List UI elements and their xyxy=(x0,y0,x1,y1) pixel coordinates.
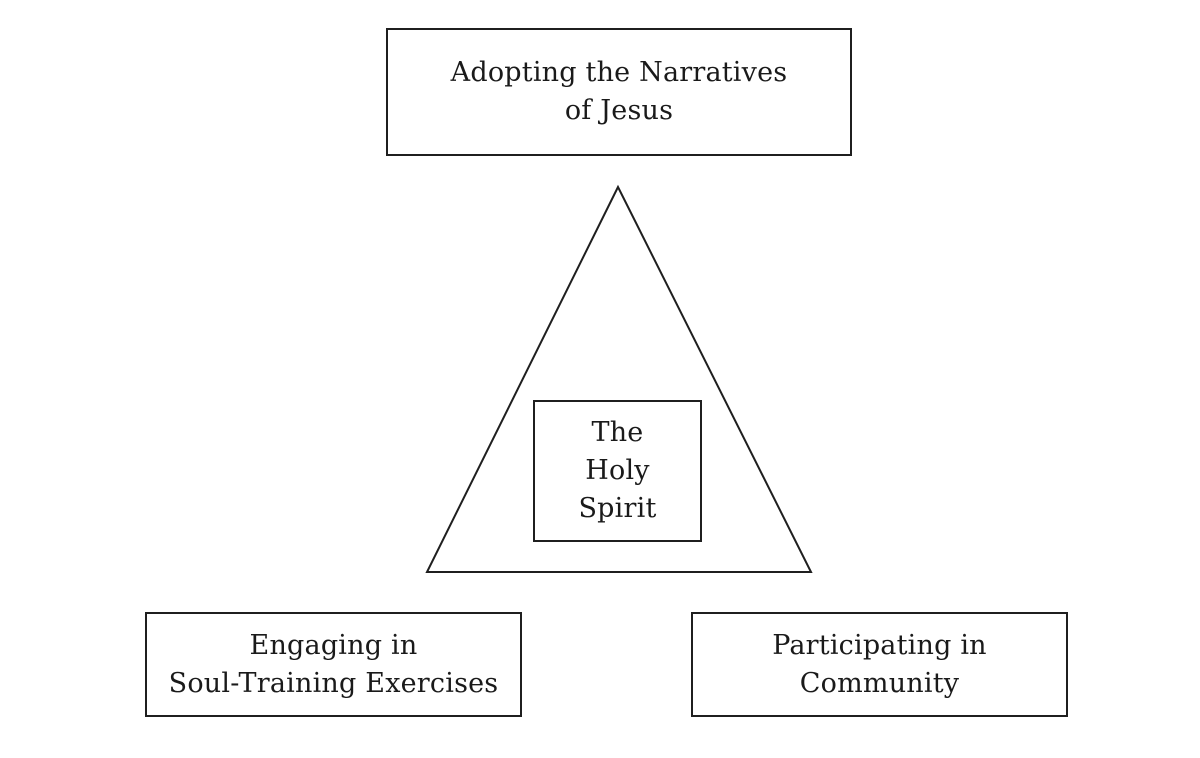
box-community: Participating in Community xyxy=(691,612,1068,717)
box-label-line: Holy xyxy=(585,455,650,486)
box-label-line: of Jesus xyxy=(564,95,674,126)
box-soul-training: Engaging in Soul-Training Exercises xyxy=(145,612,522,717)
box-holy-spirit: The Holy Spirit xyxy=(533,400,702,542)
box-label-line: Engaging in xyxy=(249,629,418,661)
box-label-line: Participating in xyxy=(772,629,987,661)
box-adopting-narratives: Adopting the Narratives of Jesus xyxy=(386,28,852,156)
box-label-line: The xyxy=(591,417,644,448)
box-label-line: Community xyxy=(799,667,960,699)
box-label-line: Adopting the Narratives xyxy=(450,57,788,88)
box-label-line: Spirit xyxy=(578,493,657,524)
box-label-line: Soul-Training Exercises xyxy=(168,667,499,699)
triangle-outline xyxy=(425,184,813,573)
